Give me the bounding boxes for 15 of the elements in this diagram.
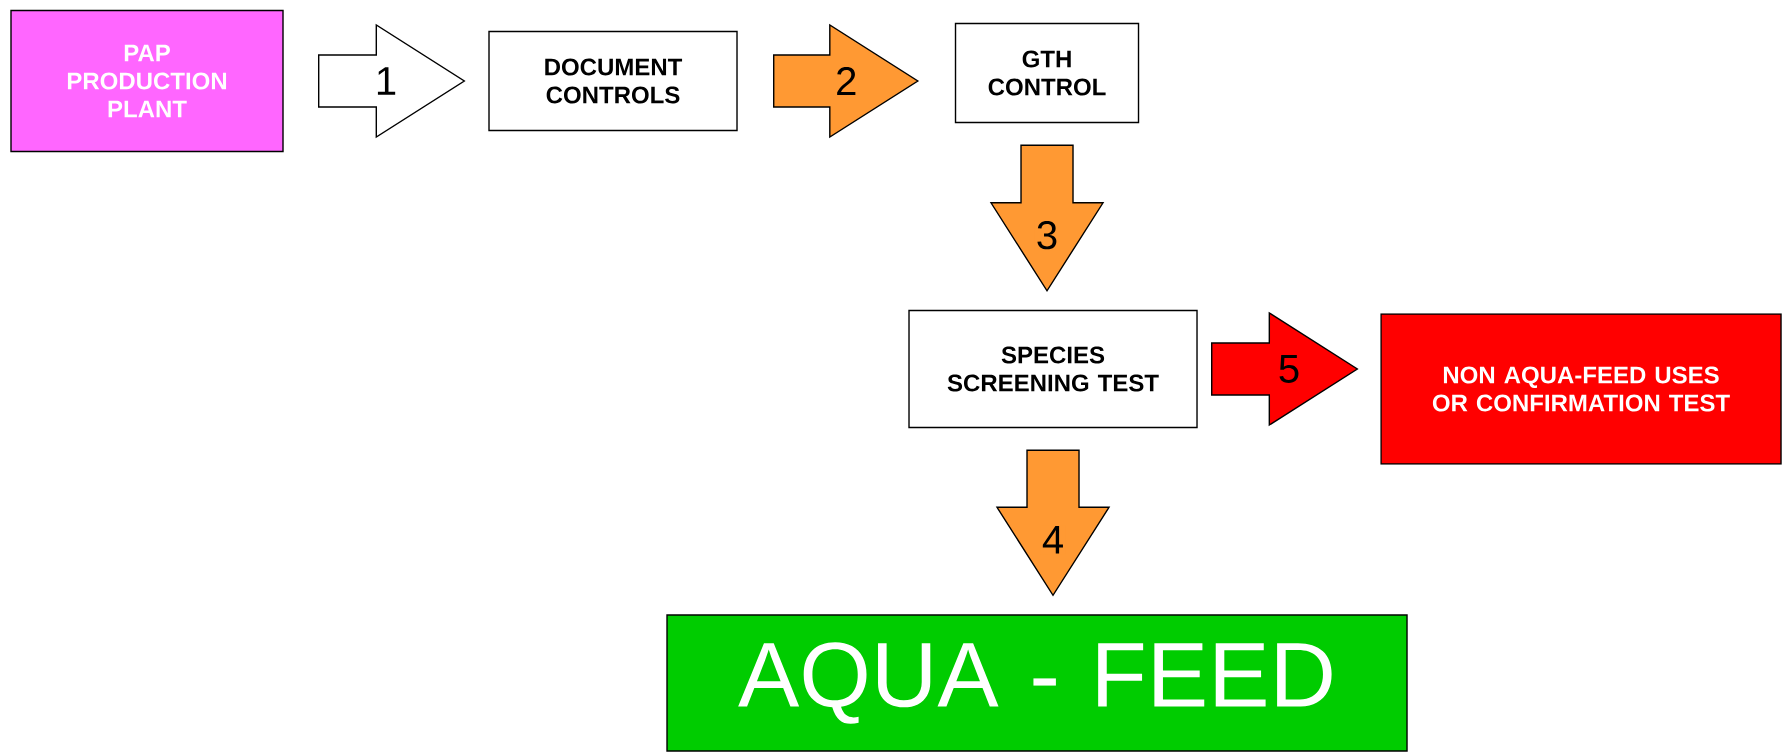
- block-arrow: [989, 144, 1105, 293]
- edge-label: 4: [1040, 525, 1066, 555]
- process-box: DOCUMENT CONTROLS: [488, 30, 738, 132]
- edge-label: 2: [834, 66, 859, 96]
- result-box: AQUA - FEED: [666, 614, 1408, 752]
- process-box: SPECIES SCREENING TEST: [908, 309, 1198, 429]
- edge-label: 5: [1276, 354, 1302, 384]
- block-arrow: [318, 23, 466, 139]
- block-arrow: [995, 449, 1111, 597]
- process-box: GTH CONTROL: [954, 22, 1140, 124]
- edge-label: 1: [373, 66, 399, 96]
- block-arrow: [773, 23, 920, 139]
- result-box: NON AQUA-FEED USES OR CONFIRMATION TEST: [1380, 313, 1782, 465]
- process-box: PAP PRODUCTION PLANT: [10, 9, 284, 153]
- block-arrow: [1211, 311, 1359, 427]
